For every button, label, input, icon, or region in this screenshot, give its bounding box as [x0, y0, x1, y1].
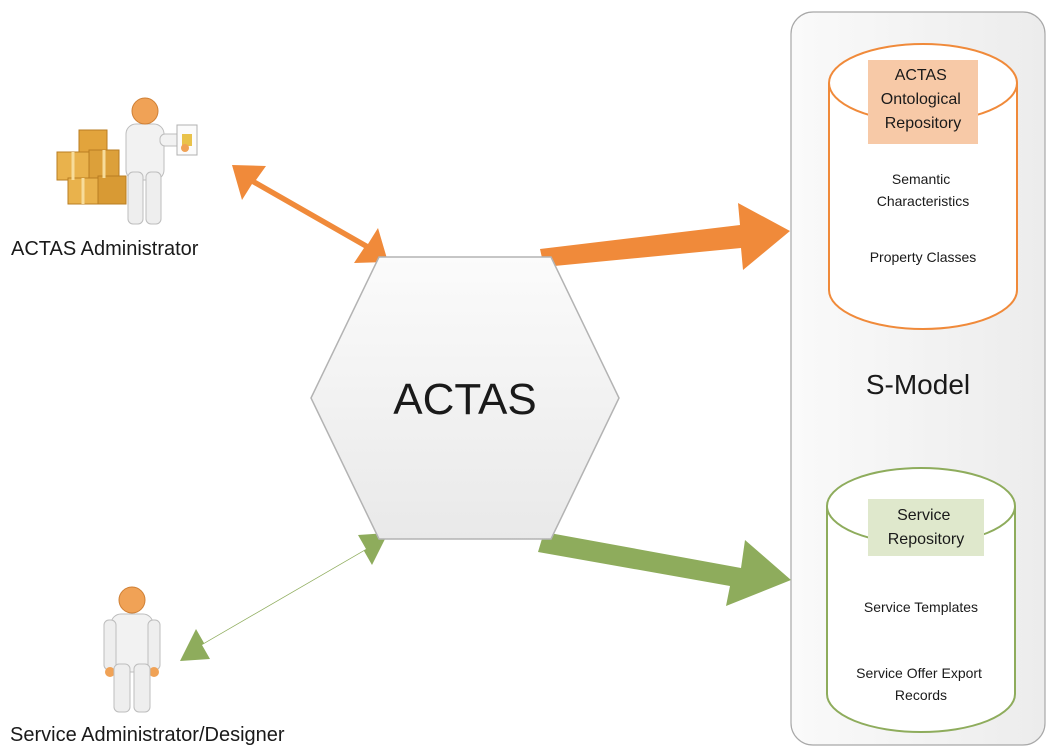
ontological-repository-title-box [868, 60, 978, 144]
service-repository-cylinder: Service Repository Service Templates Ser… [826, 467, 1016, 733]
actas-administrator-label: ACTAS Administrator [11, 238, 199, 260]
service-repository-title: Service Repository [888, 507, 964, 548]
semantic-characteristics-item: Semantic Characteristics [877, 171, 970, 209]
administrator-with-packages-icon [56, 97, 198, 225]
admin-actas-double-arrow [232, 165, 388, 263]
s-model-title: S-Model [866, 369, 970, 400]
person-icon [103, 586, 161, 713]
actas-to-service-arrow [538, 532, 791, 606]
property-classes-item: Property Classes [870, 249, 977, 265]
service-administrator-designer-label: Service Administrator/Designer [10, 724, 285, 746]
actas-hexagon: ACTAS [310, 256, 620, 540]
service-repository-title-box [868, 499, 984, 556]
designer-actas-double-arrow [180, 533, 388, 661]
actas-hexagon-label: ACTAS [393, 375, 536, 424]
service-offer-export-records-item: Service Offer Export Records [856, 665, 986, 703]
ontological-repository-cylinder: ACTAS Ontological Repository Semantic Ch… [828, 43, 1018, 330]
ontological-repository-title: ACTAS Ontological Repository [881, 67, 966, 132]
service-templates-item: Service Templates [864, 599, 978, 615]
actas-to-ontological-arrow [540, 203, 790, 270]
